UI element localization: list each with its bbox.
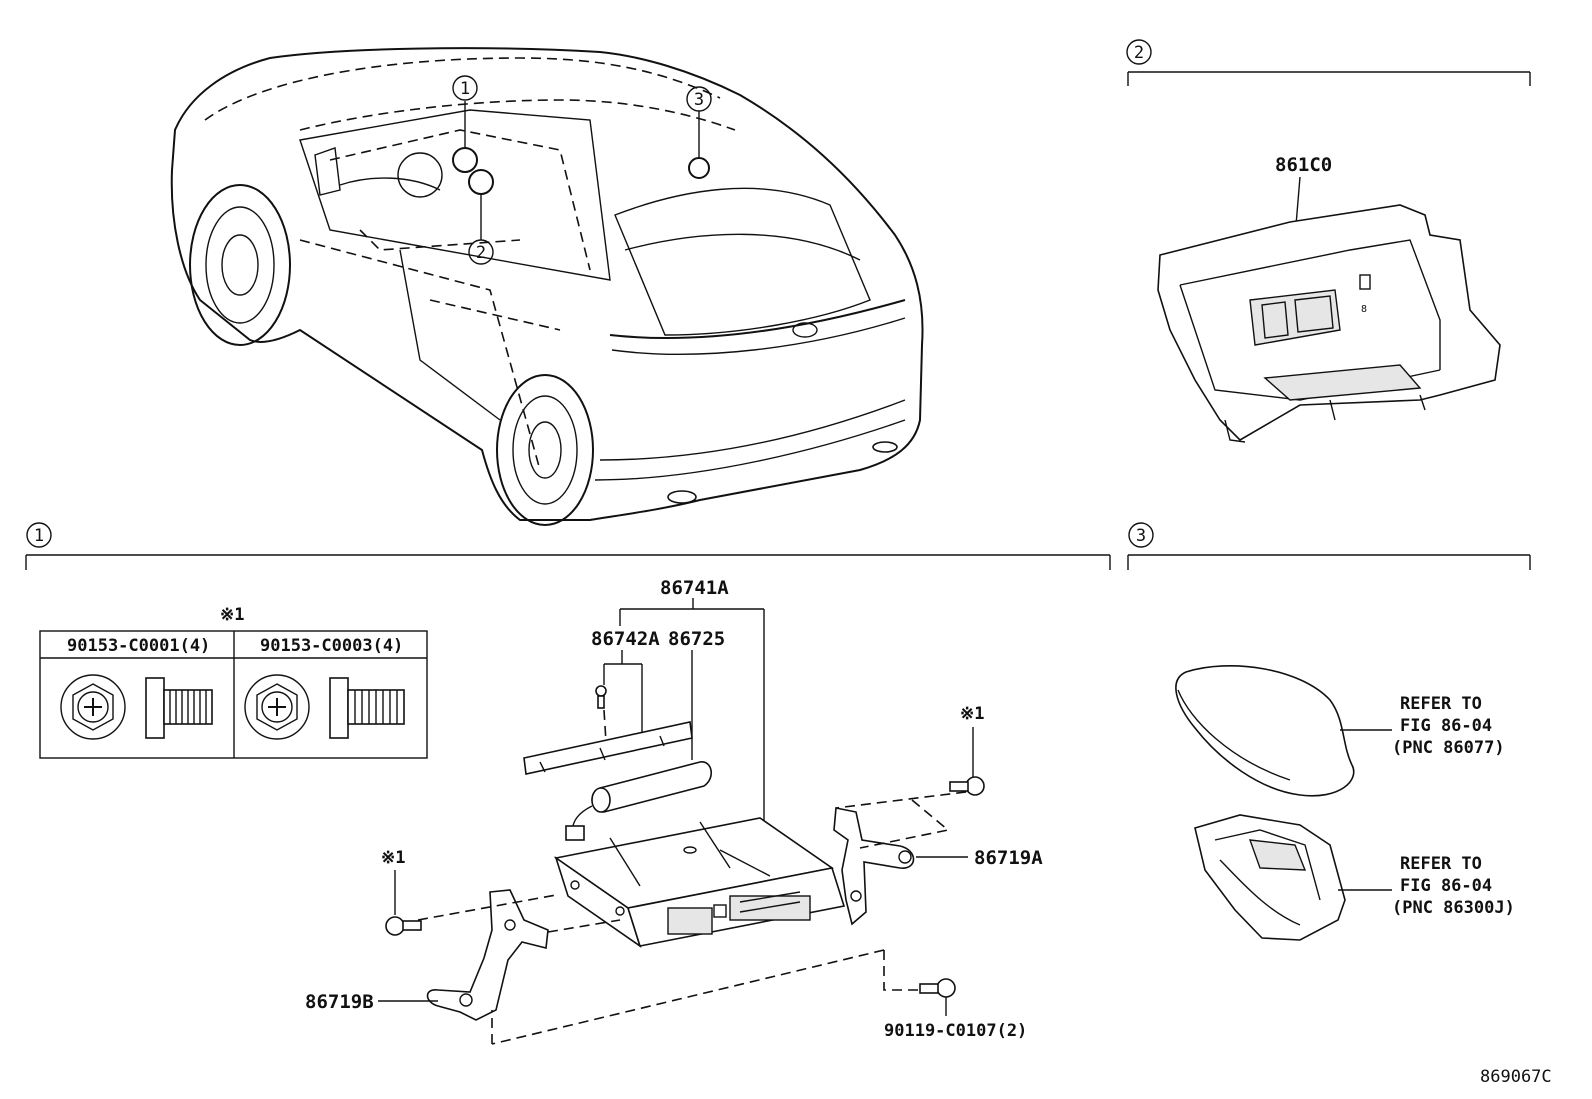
vehicle-illustration	[170, 47, 924, 526]
svg-text:(PNC 86077): (PNC 86077)	[1392, 738, 1505, 758]
note-mark-table: ※1	[220, 605, 244, 625]
antenna-cover	[1175, 665, 1355, 797]
svg-text:2: 2	[1134, 43, 1144, 63]
part-label-86719B: 86719B	[305, 991, 374, 1013]
svg-text:1: 1	[34, 526, 44, 546]
part-label-86719A: 86719A	[974, 847, 1043, 869]
svg-text:2: 2	[476, 243, 486, 263]
section-2-header: 2	[1126, 39, 1531, 86]
bolt-left	[385, 916, 422, 936]
figure-id: 869067C	[1480, 1067, 1552, 1087]
section-1-header: 1	[25, 522, 1111, 570]
callout-1-vehicle: 1	[452, 75, 478, 101]
part-label-86725: 86725	[668, 628, 725, 650]
part-label-90119: 90119-C0107(2)	[884, 1021, 1027, 1041]
callout-2-vehicle: 2	[468, 239, 494, 265]
part-86741A-unit	[553, 817, 846, 948]
part-86719A-bracket	[833, 807, 915, 926]
bolt-90119	[919, 978, 956, 998]
tray-mark-text: 8	[1361, 304, 1367, 315]
bolt-table-col1-header: 90153-C0001(4)	[67, 636, 210, 656]
part-86742A-cover	[523, 721, 693, 775]
part-861C0-tray: 8	[1157, 204, 1501, 443]
leaders-86741A	[603, 598, 765, 828]
note-mark-left-screw: ※1	[381, 848, 405, 868]
svg-text:1: 1	[460, 79, 470, 99]
bolt-table-col2-header: 90153-C0003(4)	[260, 636, 403, 656]
cover-screw	[595, 685, 607, 709]
reference-note-86077: REFER TO FIG 86-04 (PNC 86077)	[1392, 694, 1505, 758]
assembly-lines	[417, 789, 983, 1045]
note-mark-right-screw: ※1	[960, 704, 984, 724]
svg-text:REFER TO: REFER TO	[1400, 854, 1482, 874]
reference-note-86300J: REFER TO FIG 86-04 (PNC 86300J)	[1392, 854, 1515, 918]
part-label-861C0: 861C0	[1275, 154, 1332, 176]
svg-text:FIG 86-04: FIG 86-04	[1400, 876, 1492, 896]
part-label-86741A: 86741A	[660, 577, 729, 599]
svg-text:REFER TO: REFER TO	[1400, 694, 1482, 714]
bolt-table: 90153-C0001(4) 90153-C0003(4)	[39, 630, 428, 759]
callout-3-vehicle: 3	[686, 86, 712, 112]
svg-text:3: 3	[694, 90, 704, 110]
section-3-header: 3	[1127, 522, 1531, 570]
svg-text:(PNC 86300J): (PNC 86300J)	[1392, 898, 1515, 918]
part-label-86742A: 86742A	[591, 628, 660, 650]
part-86719B-bracket	[426, 889, 549, 1021]
leader-861C0	[1295, 176, 1301, 226]
antenna-base	[1194, 814, 1346, 941]
svg-text:3: 3	[1136, 526, 1146, 546]
part-86725-battery	[565, 761, 712, 841]
svg-text:FIG 86-04: FIG 86-04	[1400, 716, 1492, 736]
bolt-right	[949, 776, 985, 796]
